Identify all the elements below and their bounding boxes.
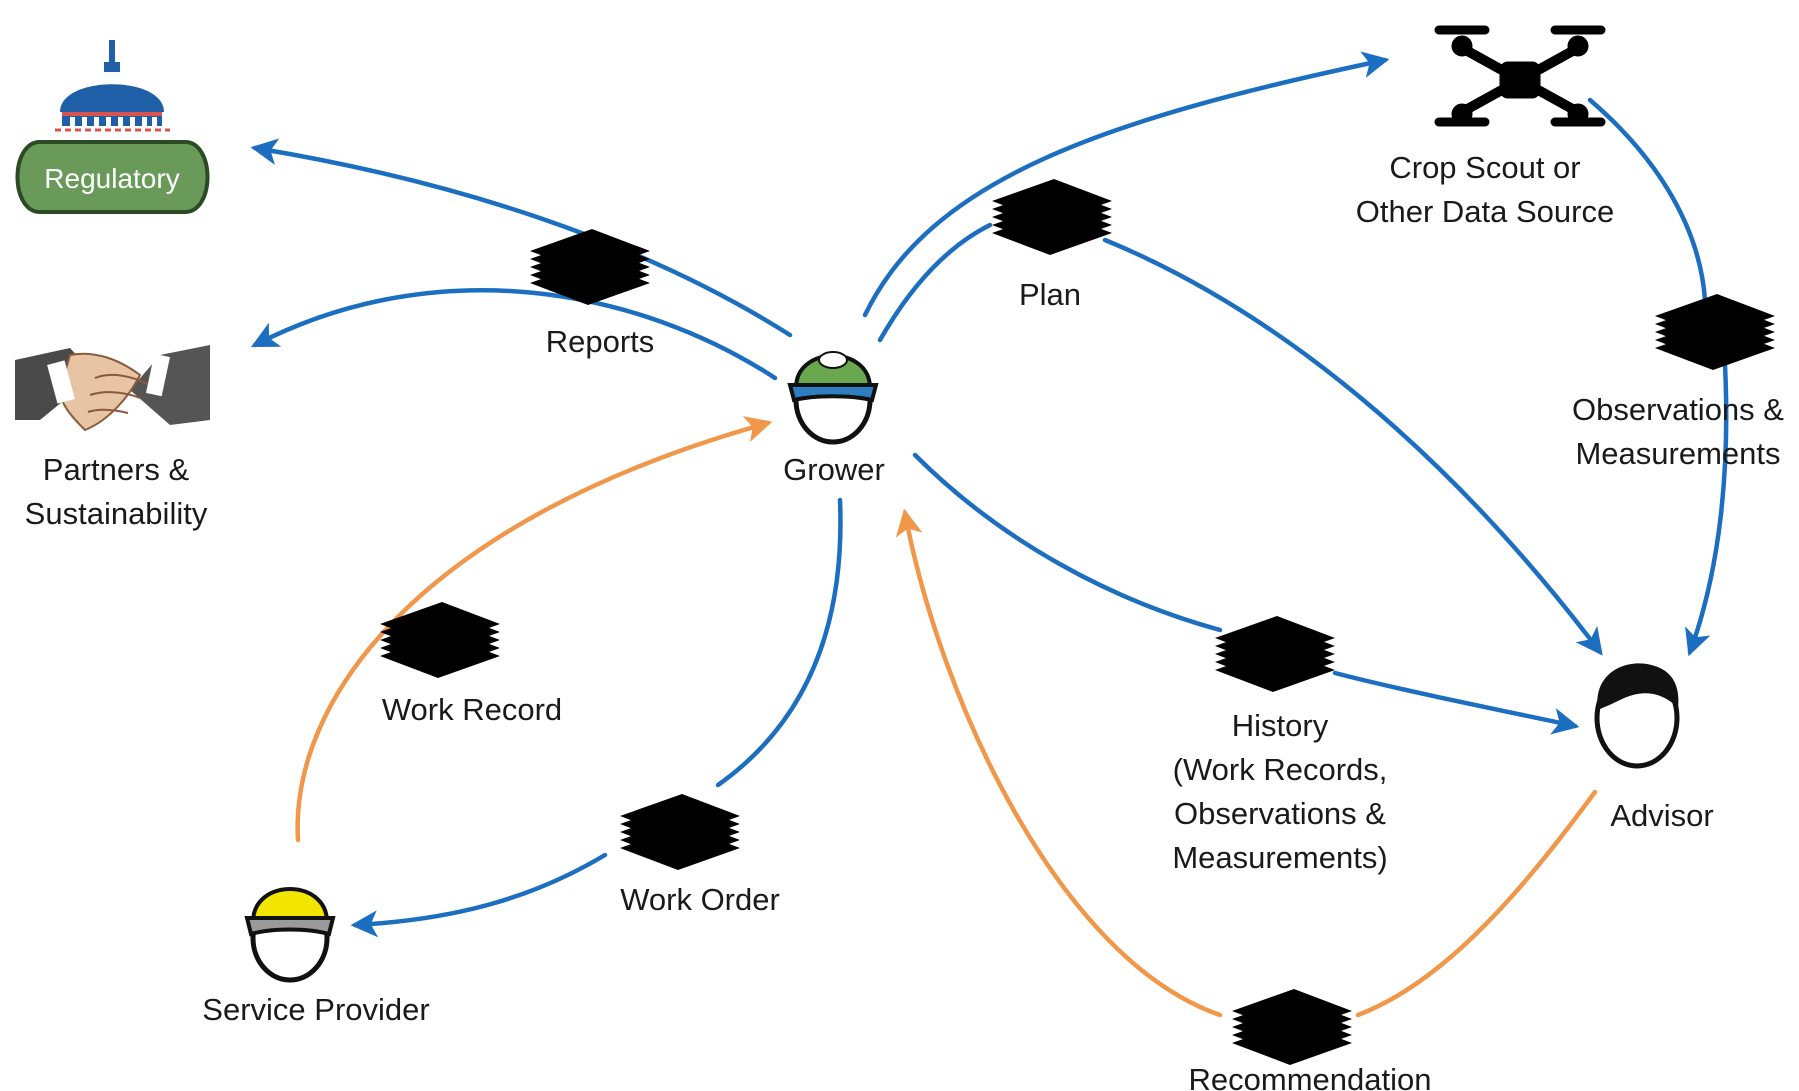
recommendation-label: Recommendation [1189, 1062, 1432, 1091]
person-cap-icon [244, 887, 336, 983]
document-stack-icon [620, 794, 740, 870]
document-stack-icon [1655, 294, 1775, 370]
history-label-line4: Measurements) [1172, 840, 1387, 875]
reports-label: Reports [546, 324, 655, 359]
capitol-icon: Regulatory [15, 40, 210, 214]
work-order-label: Work Order [620, 882, 780, 917]
document-stack-icon [992, 179, 1112, 255]
regulatory-label: Regulatory [44, 163, 179, 194]
document-stack-icon [1232, 989, 1352, 1065]
partners-label-line2: Sustainability [25, 496, 208, 531]
edge-crop-scout-to-observations [1587, 97, 1708, 303]
edge-observations-to-advisor [1685, 362, 1729, 657]
person-cap-icon [787, 351, 879, 445]
drone-icon [1434, 25, 1606, 127]
history-label-line1: History [1232, 708, 1329, 743]
edge-grower-plan-link [877, 222, 993, 343]
grower-label: Grower [783, 452, 885, 487]
edge-grower-to-partners [250, 288, 778, 381]
advisor-label: Advisor [1610, 798, 1713, 833]
edge-recommendation-to-grower [895, 508, 1223, 1018]
edge-grower-to-regulatory [250, 138, 793, 338]
history-label-line2: (Work Records, [1173, 752, 1388, 787]
edge-grower-to-crop-scout [862, 51, 1390, 318]
work-record-label: Work Record [382, 692, 562, 727]
edge-grower-to-work-order [715, 497, 843, 788]
crop-scout-label-line2: Other Data Source [1356, 194, 1614, 229]
edge-work-order-to-service-provider [350, 852, 608, 938]
partners-label-line1: Partners & [43, 452, 190, 487]
person-icon [1594, 663, 1680, 769]
plan-label: Plan [1019, 277, 1081, 312]
edge-grower-to-history [912, 452, 1223, 633]
document-stack-icon [380, 602, 500, 678]
crop-scout-label-line1: Crop Scout or [1389, 150, 1580, 185]
handshake-icon [15, 345, 210, 432]
service-provider-label: Service Provider [202, 992, 429, 1027]
edge-plan-to-advisor [1102, 237, 1603, 656]
edge-advisor-to-recommendation [1355, 789, 1598, 1018]
document-stack-icon [1215, 616, 1335, 692]
observations-label-line2: Measurements [1575, 436, 1780, 471]
history-label-line3: Observations & [1174, 796, 1386, 831]
observations-label-line1: Observations & [1572, 392, 1784, 427]
edge-service-provider-to-grower [295, 416, 773, 843]
edge-history-to-advisor [1332, 670, 1580, 735]
